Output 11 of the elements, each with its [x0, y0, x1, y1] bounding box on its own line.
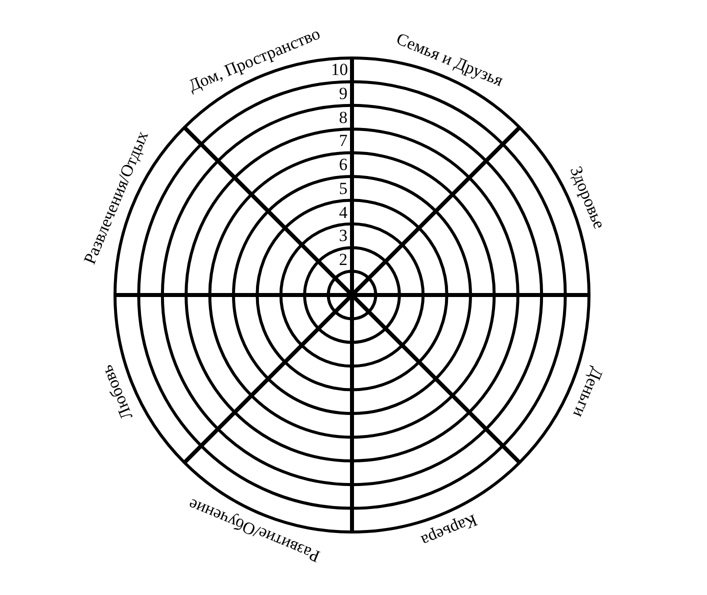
- sector-label: Карьера: [419, 512, 480, 550]
- sector-label: Любовь: [98, 362, 136, 422]
- scale-number: 3: [339, 227, 348, 244]
- scale-number: 10: [331, 61, 348, 78]
- scale-number: 7: [339, 132, 348, 150]
- scale-number: 6: [339, 156, 348, 174]
- scale-number: 5: [339, 180, 348, 197]
- scale-number: 4: [339, 204, 348, 221]
- scale-number: 8: [339, 108, 348, 126]
- scale-number: 2: [339, 250, 348, 268]
- scale-number: 9: [339, 85, 348, 102]
